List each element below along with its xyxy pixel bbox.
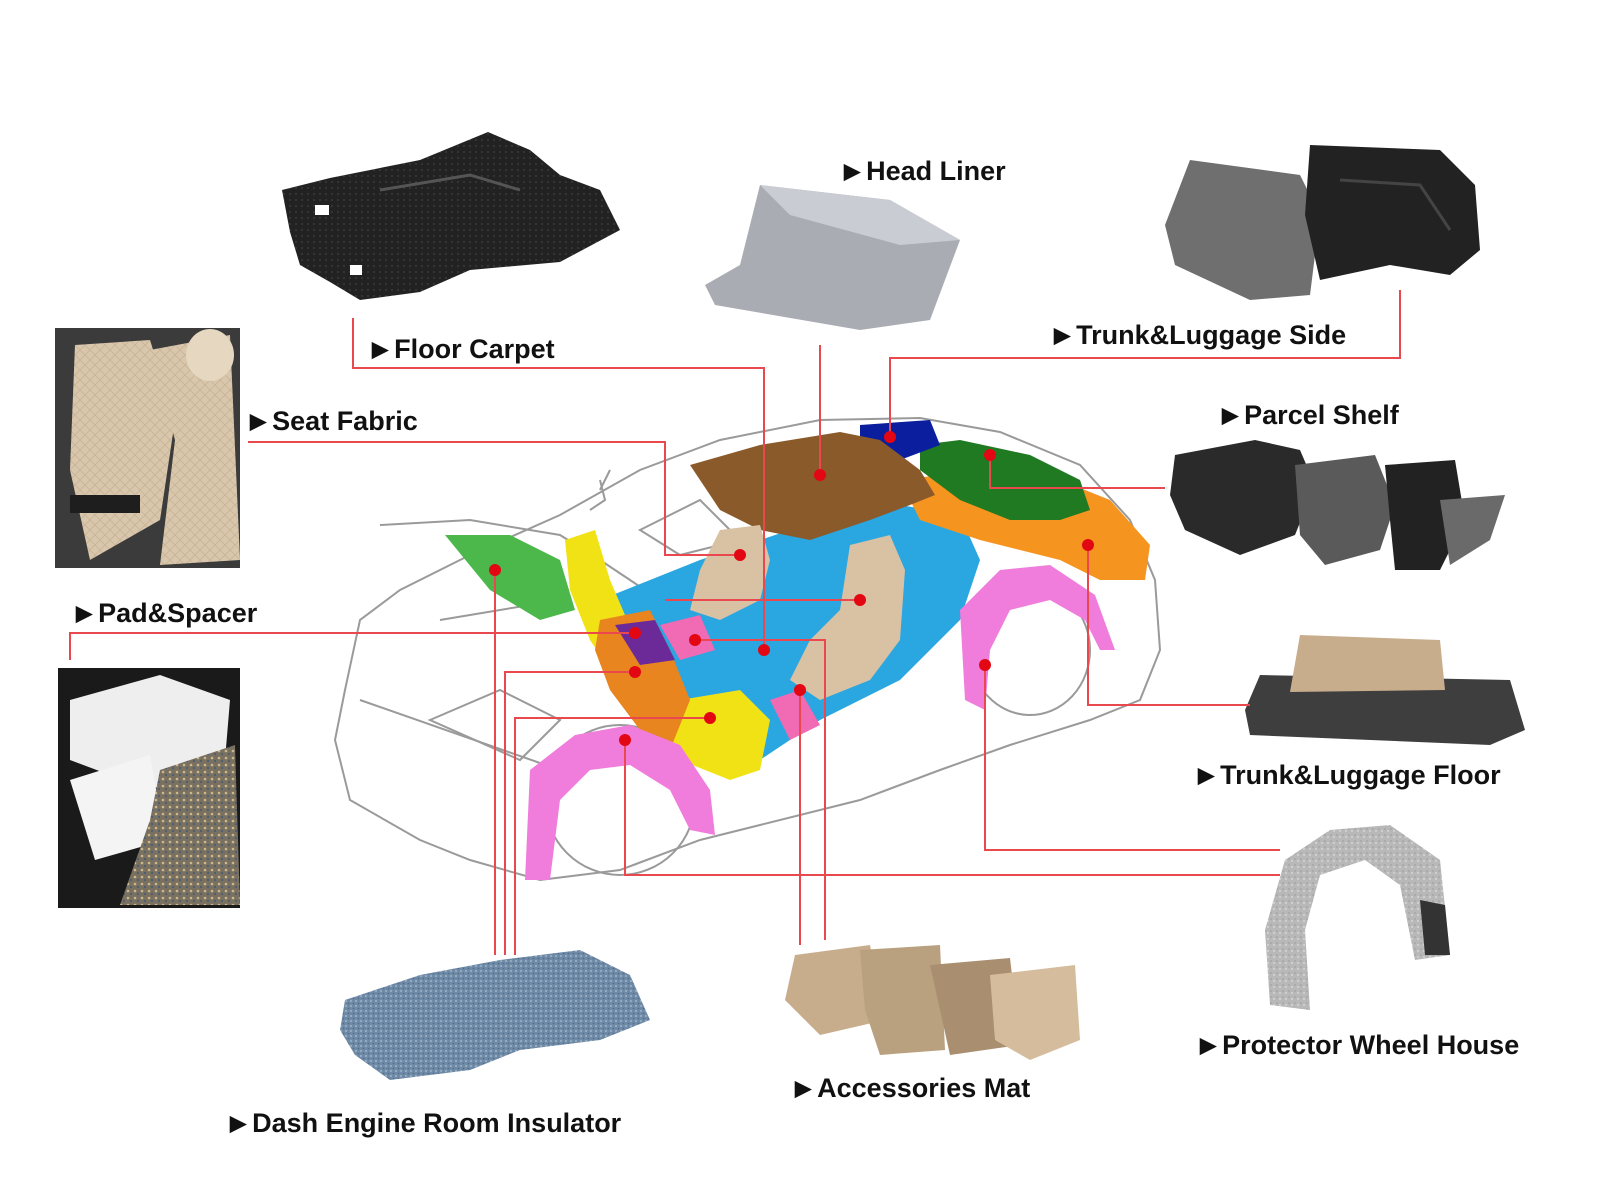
front-seat-zone [690,525,770,620]
trunk-floor-leader [1087,545,1250,706]
pointer-arrow-icon: ▶ [372,338,389,361]
pointer-arrow-icon: ▶ [844,160,861,183]
floor-carpet-photo [282,132,620,300]
trunk-luggage-side-photo [1165,145,1480,300]
parcel-shelf-label: ▶Parcel Shelf [1222,400,1399,430]
trunk-luggage-floor-photo [1245,635,1525,745]
rear-wheel-house-zone [960,565,1115,710]
front-wheel-house-zone [525,725,715,880]
trunk-side-leader [889,290,1401,437]
pad-spacer-photo [58,668,240,908]
interior-zones [445,420,1150,880]
pointer-arrow-icon: ▶ [1222,404,1239,427]
dash-engine-room-insulator-label: ▶Dash Engine Room Insulator [230,1108,622,1138]
wheel-house-leader-1 [984,665,1280,851]
mat-zone-rear [770,690,820,740]
head-liner-photo [705,185,960,330]
seat-fabric-leader [248,441,740,556]
floor-carpet-label: ▶Floor Carpet [372,334,555,364]
accessories-mat-label: ▶Accessories Mat [795,1073,1031,1103]
parcel-shelf-leader [989,455,1165,489]
pointer-arrow-icon: ▶ [230,1112,247,1135]
head-liner-label: ▶Head Liner [844,156,1006,186]
parcel-shelf-zone [920,440,1090,520]
head-liner-zone [690,432,935,540]
pad-spacer-leader [69,632,635,660]
mat-zone [660,615,715,660]
pointer-arrow-icon: ▶ [250,410,267,433]
pointer-arrow-icon: ▶ [76,602,93,625]
pad-spacer-label: ▶Pad&Spacer [76,598,258,628]
protector-wheel-house-label: ▶Protector Wheel House [1200,1030,1520,1060]
seat-fabric-label: ▶Seat Fabric [250,406,418,436]
wheel-house-leader-2 [624,740,1280,876]
pointer-arrow-icon: ▶ [1198,764,1215,787]
accessories-mat-photo [785,945,1080,1060]
pointer-arrow-icon: ▶ [1200,1034,1217,1057]
accessories-leader-2 [695,639,826,940]
marker-dots [489,431,1094,746]
parcel-shelf-photo [1170,440,1505,570]
pointer-arrow-icon: ▶ [1054,324,1071,347]
floor-carpet-leader [352,318,765,650]
dash-insulator-photo [340,950,650,1080]
insulator-zone [445,535,575,620]
dash-zone [565,530,770,780]
trunk-luggage-floor-label: ▶Trunk&Luggage Floor [1198,760,1501,790]
dash-leader-3 [514,717,710,955]
protector-wheel-house-photo [1265,825,1450,1010]
dash-leader-2 [504,671,635,955]
rear-seat-zone [790,535,905,700]
pointer-arrow-icon: ▶ [795,1077,812,1100]
leader-lines [69,290,1401,955]
seat-fabric-photo [55,328,240,568]
trunk-luggage-side-label: ▶Trunk&Luggage Side [1054,320,1347,350]
